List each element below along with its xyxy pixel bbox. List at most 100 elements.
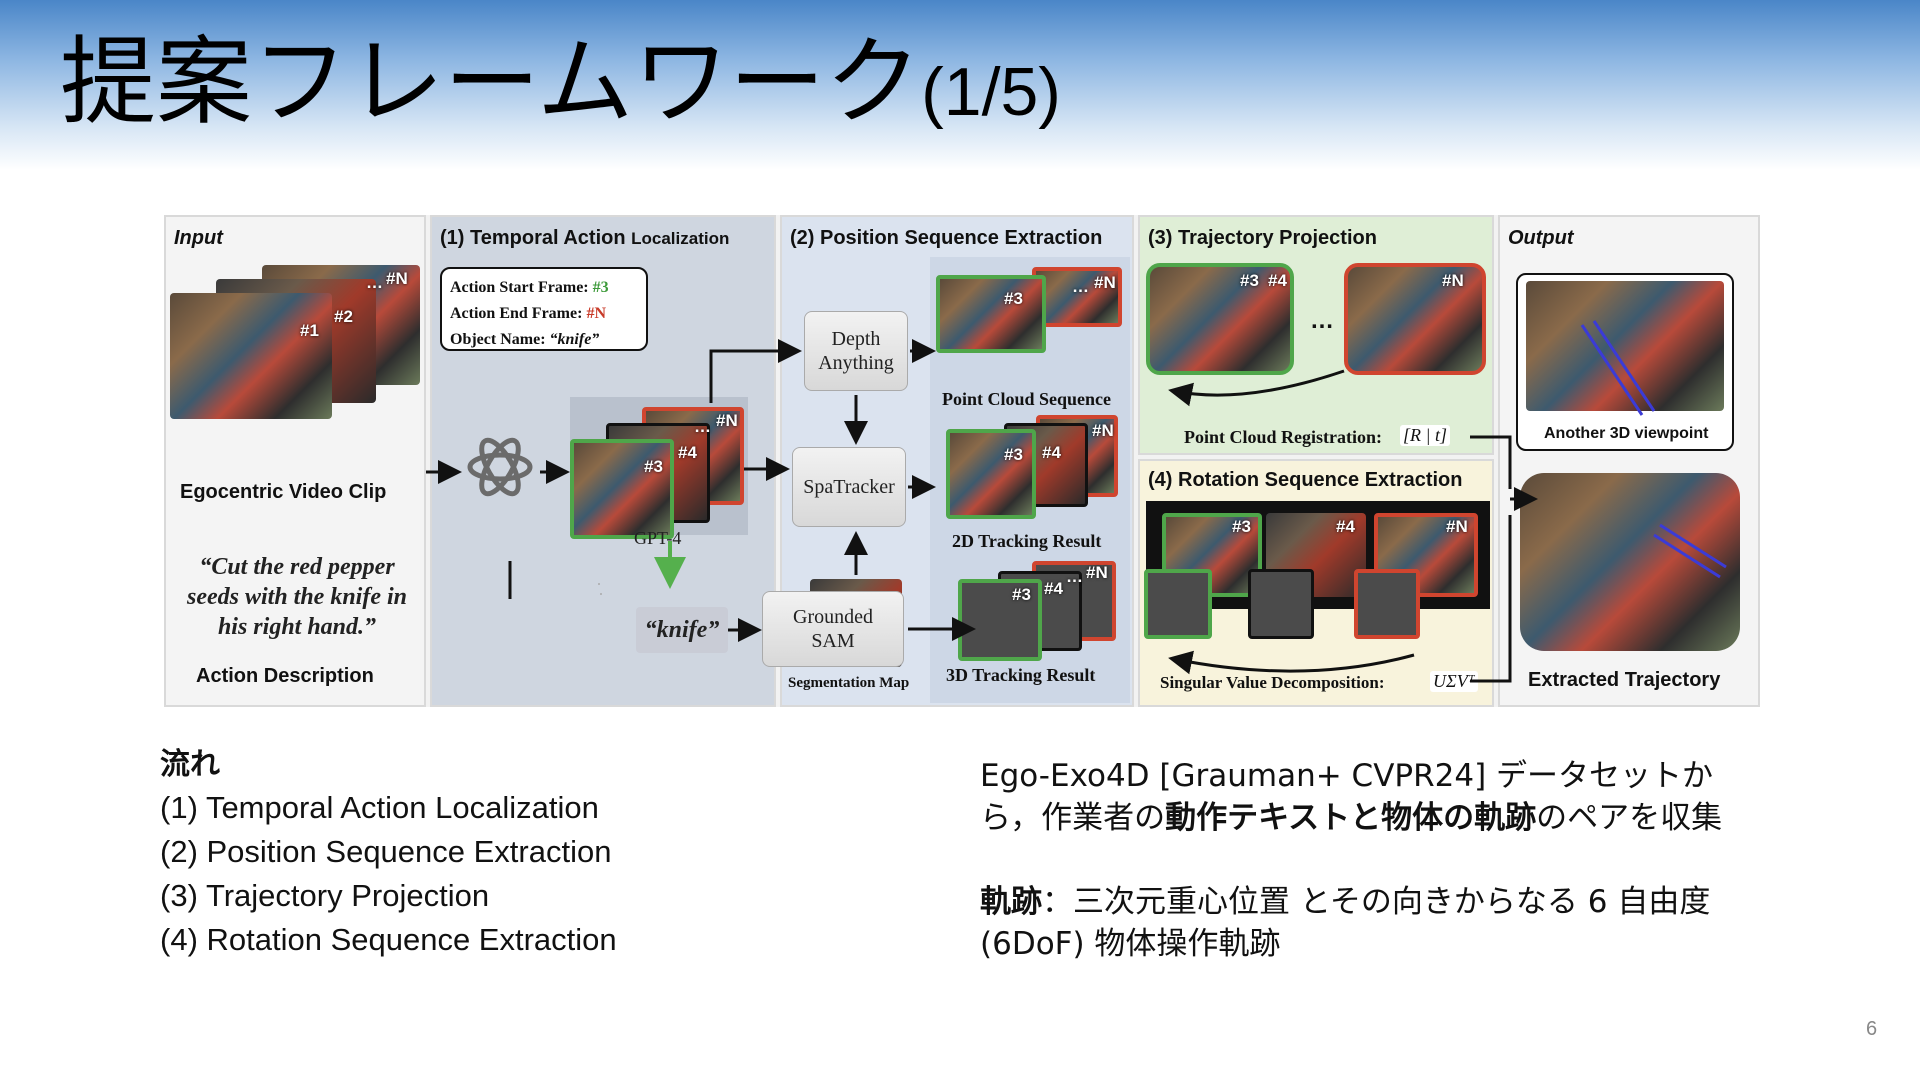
desc-p2-bold: 軌跡: [980, 884, 1042, 920]
start-frame-value: #3: [592, 279, 609, 296]
pc-frame-label-n: #N: [1094, 273, 1116, 292]
track3d-frame-label-3: #3: [1012, 585, 1031, 604]
start-frame-label: Action Start Frame:: [450, 279, 593, 296]
output-panel: Output Another 3D viewpoint Extracted Tr…: [1498, 215, 1760, 707]
action-description-caption: Action Description: [196, 665, 374, 687]
video-frame-1: [170, 293, 332, 419]
flow-section: 流れ (1) Temporal Action Localization (2) …: [160, 744, 617, 962]
description-paragraph-2: 軌跡：三次元重心位置 とその向きからなる 6 自由度 (6DoF) 物体操作軌跡: [980, 881, 1740, 965]
rot-mask-n: [1354, 569, 1420, 639]
input-panel: Input #N … #2 #1 Egocentric Video Clip “…: [164, 215, 426, 707]
rotation-panel-title: (4) Rotation Sequence Extraction: [1148, 469, 1463, 491]
track2d-frame-label-n: #N: [1092, 421, 1114, 440]
flow-item-1: (1) Temporal Action Localization: [160, 790, 599, 825]
tal-frame-label-3: #3: [644, 457, 663, 476]
svd-formula: UΣVᵀ: [1430, 671, 1478, 692]
segmentation-caption: Segmentation Map: [788, 675, 910, 691]
flow-heading: 流れ: [160, 747, 220, 782]
pc-frame-label-3: #3: [1004, 289, 1023, 308]
depth-anything-box: Depth Anything: [804, 311, 908, 391]
extracted-trajectory-caption: Extracted Trajectory: [1528, 669, 1721, 691]
openai-logo-icon: [467, 437, 533, 497]
desc-p1-post: のペアを収集: [1536, 800, 1723, 836]
track2d-frame-label-3: #3: [1004, 445, 1023, 464]
temporal-panel-title: (1) Temporal Action Localization: [440, 227, 729, 250]
point-cloud-caption: Point Cloud Sequence: [942, 389, 1112, 409]
svd-caption: Singular Value Decomposition:: [1160, 673, 1385, 692]
flow-item-3: (3) Trajectory Projection: [160, 878, 490, 913]
grounded-sam-line1: Grounded: [793, 606, 873, 628]
object-name-value: “knife”: [549, 331, 600, 348]
desc-p1-pre: Ego-Exo4D [Grauman+ CVPR24] データセットから，作業者…: [980, 758, 1714, 836]
framework-figure: Input #N … #2 #1 Egocentric Video Clip “…: [164, 215, 1760, 707]
track2d-frame-label-4: #4: [1042, 443, 1061, 462]
bubble-start-row: Action Start Frame: #3: [450, 275, 638, 301]
input-frame-label-1: #1: [300, 321, 319, 340]
rot-mask-4: [1248, 569, 1314, 639]
input-dots: …: [366, 273, 383, 292]
video-clip-caption: Egocentric Video Clip: [180, 481, 387, 503]
desc-p1-bold: 動作テキストと物体の軌跡: [1165, 800, 1537, 836]
rot-frame-label-4: #4: [1336, 517, 1355, 536]
input-frame-label-2: #2: [334, 307, 353, 326]
bubble-object-row: Object Name: “knife”: [450, 327, 638, 353]
track3d-dots: …: [1066, 567, 1083, 586]
temporal-title-small: Localization: [631, 229, 730, 248]
input-frame-label-n: #N: [386, 269, 408, 288]
slide-title-suffix: (1/5): [921, 54, 1061, 130]
track2d-frame-3: [946, 429, 1036, 519]
proj-dots: …: [1310, 307, 1334, 334]
proj-frame-label-3: #3: [1240, 271, 1259, 290]
action-info-bubble: Action Start Frame: #3 Action End Frame:…: [440, 267, 648, 351]
object-name-label: Object Name:: [450, 331, 550, 348]
input-panel-title: Input: [174, 227, 223, 249]
slide-title: 提案フレームワーク(1/5): [60, 29, 1061, 136]
desc-p2-rest: ：三次元重心位置 とその向きからなる 6 自由度 (6DoF) 物体操作軌跡: [980, 884, 1711, 962]
flow-item-2: (2) Position Sequence Extraction: [160, 834, 612, 869]
spacer2: [600, 593, 602, 595]
gpt4-label: GPT-4: [634, 528, 682, 548]
tracking2d-caption: 2D Tracking Result: [952, 531, 1102, 551]
page-number: 6: [1866, 1018, 1878, 1040]
knife-tag: “knife”: [636, 607, 728, 653]
viewpoint-caption: Another 3D viewpoint: [1544, 425, 1709, 442]
track3d-frame-label-n: #N: [1086, 563, 1108, 582]
tracking3d-caption: 3D Tracking Result: [946, 665, 1096, 685]
track3d-frame-label-4: #4: [1044, 579, 1063, 598]
slide-title-main: 提案フレームワーク: [60, 26, 922, 138]
depth-anything-line2: Anything: [818, 352, 894, 374]
description-section: Ego-Exo4D [Grauman+ CVPR24] データセットから，作業者…: [980, 755, 1740, 965]
flow-item-4: (4) Rotation Sequence Extraction: [160, 922, 617, 957]
rotation-extraction-panel: (4) Rotation Sequence Extraction #3 #4 #…: [1138, 459, 1494, 707]
registration-formula: [R | t]: [1400, 425, 1450, 446]
spatracker-box: SpaTracker: [792, 447, 906, 527]
tal-dots: …: [694, 417, 711, 436]
tal-frame-label-4: #4: [678, 443, 697, 462]
action-quote: “Cut the red pepper seeds with the knife…: [186, 554, 408, 640]
registration-caption: Point Cloud Registration:: [1184, 427, 1382, 447]
depth-anything-line1: Depth: [831, 328, 881, 350]
proj-cloud-n: [1344, 263, 1486, 375]
trajectory-result-image: [1520, 473, 1740, 651]
position-panel-title: (2) Position Sequence Extraction: [790, 227, 1103, 249]
rot-frame-label-3: #3: [1232, 517, 1251, 536]
trajectory-projection-panel: (3) Trajectory Projection #3 #4 … #N Poi…: [1138, 215, 1494, 455]
description-gap: [980, 839, 1740, 881]
end-frame-value: #N: [586, 305, 606, 322]
proj-frame-label-n: #N: [1442, 271, 1464, 290]
proj-frame-label-4: #4: [1268, 271, 1287, 290]
description-paragraph-1: Ego-Exo4D [Grauman+ CVPR24] データセットから，作業者…: [980, 755, 1740, 839]
temporal-title-main: (1) Temporal Action: [440, 227, 632, 249]
spacer: [598, 583, 600, 585]
bubble-end-row: Action End Frame: #N: [450, 301, 638, 327]
grounded-sam-box: Grounded SAM: [762, 591, 904, 667]
pc-dots: …: [1072, 277, 1089, 296]
pc-frame-n: [1032, 267, 1122, 327]
tal-frame-3: [570, 439, 674, 539]
rot-mask-3: [1144, 569, 1212, 639]
proj-cloud-3: [1146, 263, 1294, 375]
projection-panel-title: (3) Trajectory Projection: [1148, 227, 1377, 249]
output-panel-title: Output: [1508, 227, 1574, 249]
pc-frame-3: [936, 275, 1046, 353]
title-band: [0, 0, 1920, 170]
